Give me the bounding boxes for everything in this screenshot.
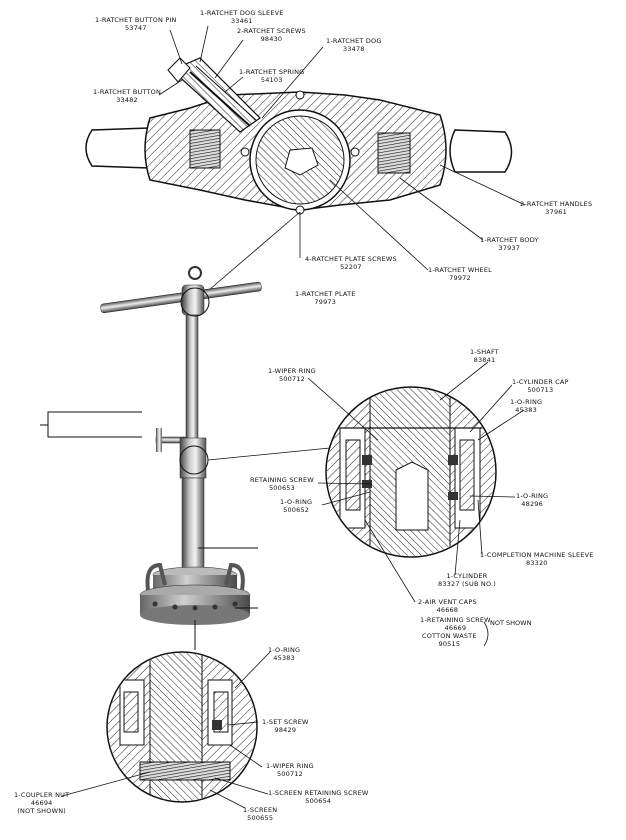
label-ratchet-spring: 1-RATCHET SPRING 54103 (239, 68, 305, 84)
label-completion-machine-sleeve: 1-COMPLETION MACHINE SLEEVE 83320 (480, 551, 594, 567)
leader-lines-top (158, 25, 526, 303)
ratchet-assembly (85, 57, 513, 215)
label-ratchet-wheel: 1-RATCHET WHEEL 79972 (428, 266, 492, 282)
label-shaft: 1-SHAFT 83841 (470, 348, 499, 364)
label-screen-retaining-screw: 1-SCREEN RETAINING SCREW 500654 (268, 789, 369, 805)
label-o-ring-48296: 1-O-RING 48296 (516, 492, 549, 508)
label-o-ring-500652: 1-O-RING 500652 (280, 498, 313, 514)
label-coupler-nut: 1-COUPLER NUT 46694 (NOT SHOWN) (14, 791, 70, 815)
label-ratchet-dog: 1-RATCHET DOG 33478 (326, 37, 382, 53)
label-cylinder-cap: 1-CYLINDER CAP 500713 (512, 378, 569, 394)
label-ratchet-handles: 2-RATCHET HANDLES 37961 (520, 200, 593, 216)
label-ratchet-button: 1-RATCHET BUTTON 33482 (93, 88, 162, 104)
label-ratchet-body: 1-RATCHET BODY 37937 (480, 236, 539, 252)
label-ratchet-screws: 2-RATCHET SCREWS 98430 (237, 27, 306, 43)
label-ratchet-plate: 1-RATCHET PLATE 79973 (295, 290, 356, 306)
label-cotton-waste: COTTON WASTE 90515 (422, 632, 477, 648)
label-set-screw: 1-SET SCREW 98429 (262, 718, 309, 734)
label-retaining-screw-not-shown: 1-RETAINING SCREW 46669 (420, 616, 491, 632)
lower-detail-section (106, 651, 258, 803)
leader-lines-upper (307, 361, 525, 647)
label-ratchet-plate-screws: 4-RATCHET PLATE SCREWS 52207 (305, 255, 397, 271)
leader-lines-lower (61, 651, 271, 809)
label-not-shown: NOT SHOWN (490, 619, 532, 627)
label-screen: 1-SCREEN 500655 (243, 806, 278, 822)
label-wiper-ring-top: 1-WIPER RING 500712 (268, 367, 316, 383)
label-o-ring-45383-top: 1-O-RING 45383 (510, 398, 543, 414)
label-ratchet-button-pin: 1-RATCHET BUTTON PIN 53747 (95, 16, 177, 32)
label-ratchet-dog-sleeve: 1-RATCHET DOG SLEEVE 33461 (200, 9, 284, 25)
label-cylinder: 1-CYLINDER 83327 (SUB NO.) (438, 572, 497, 588)
label-air-vent-caps: 2-AIR VENT CAPS 46668 (418, 598, 477, 614)
label-wiper-ring-bottom: 1-WIPER RING 500712 (266, 762, 314, 778)
completion-tool (40, 266, 262, 650)
label-retaining-screw: RETAINING SCREW 500653 (250, 476, 314, 492)
label-o-ring-45383-bottom: 1-O-RING 45383 (268, 646, 301, 662)
upper-detail-section (325, 386, 497, 558)
detail-connector-upper (207, 447, 331, 461)
